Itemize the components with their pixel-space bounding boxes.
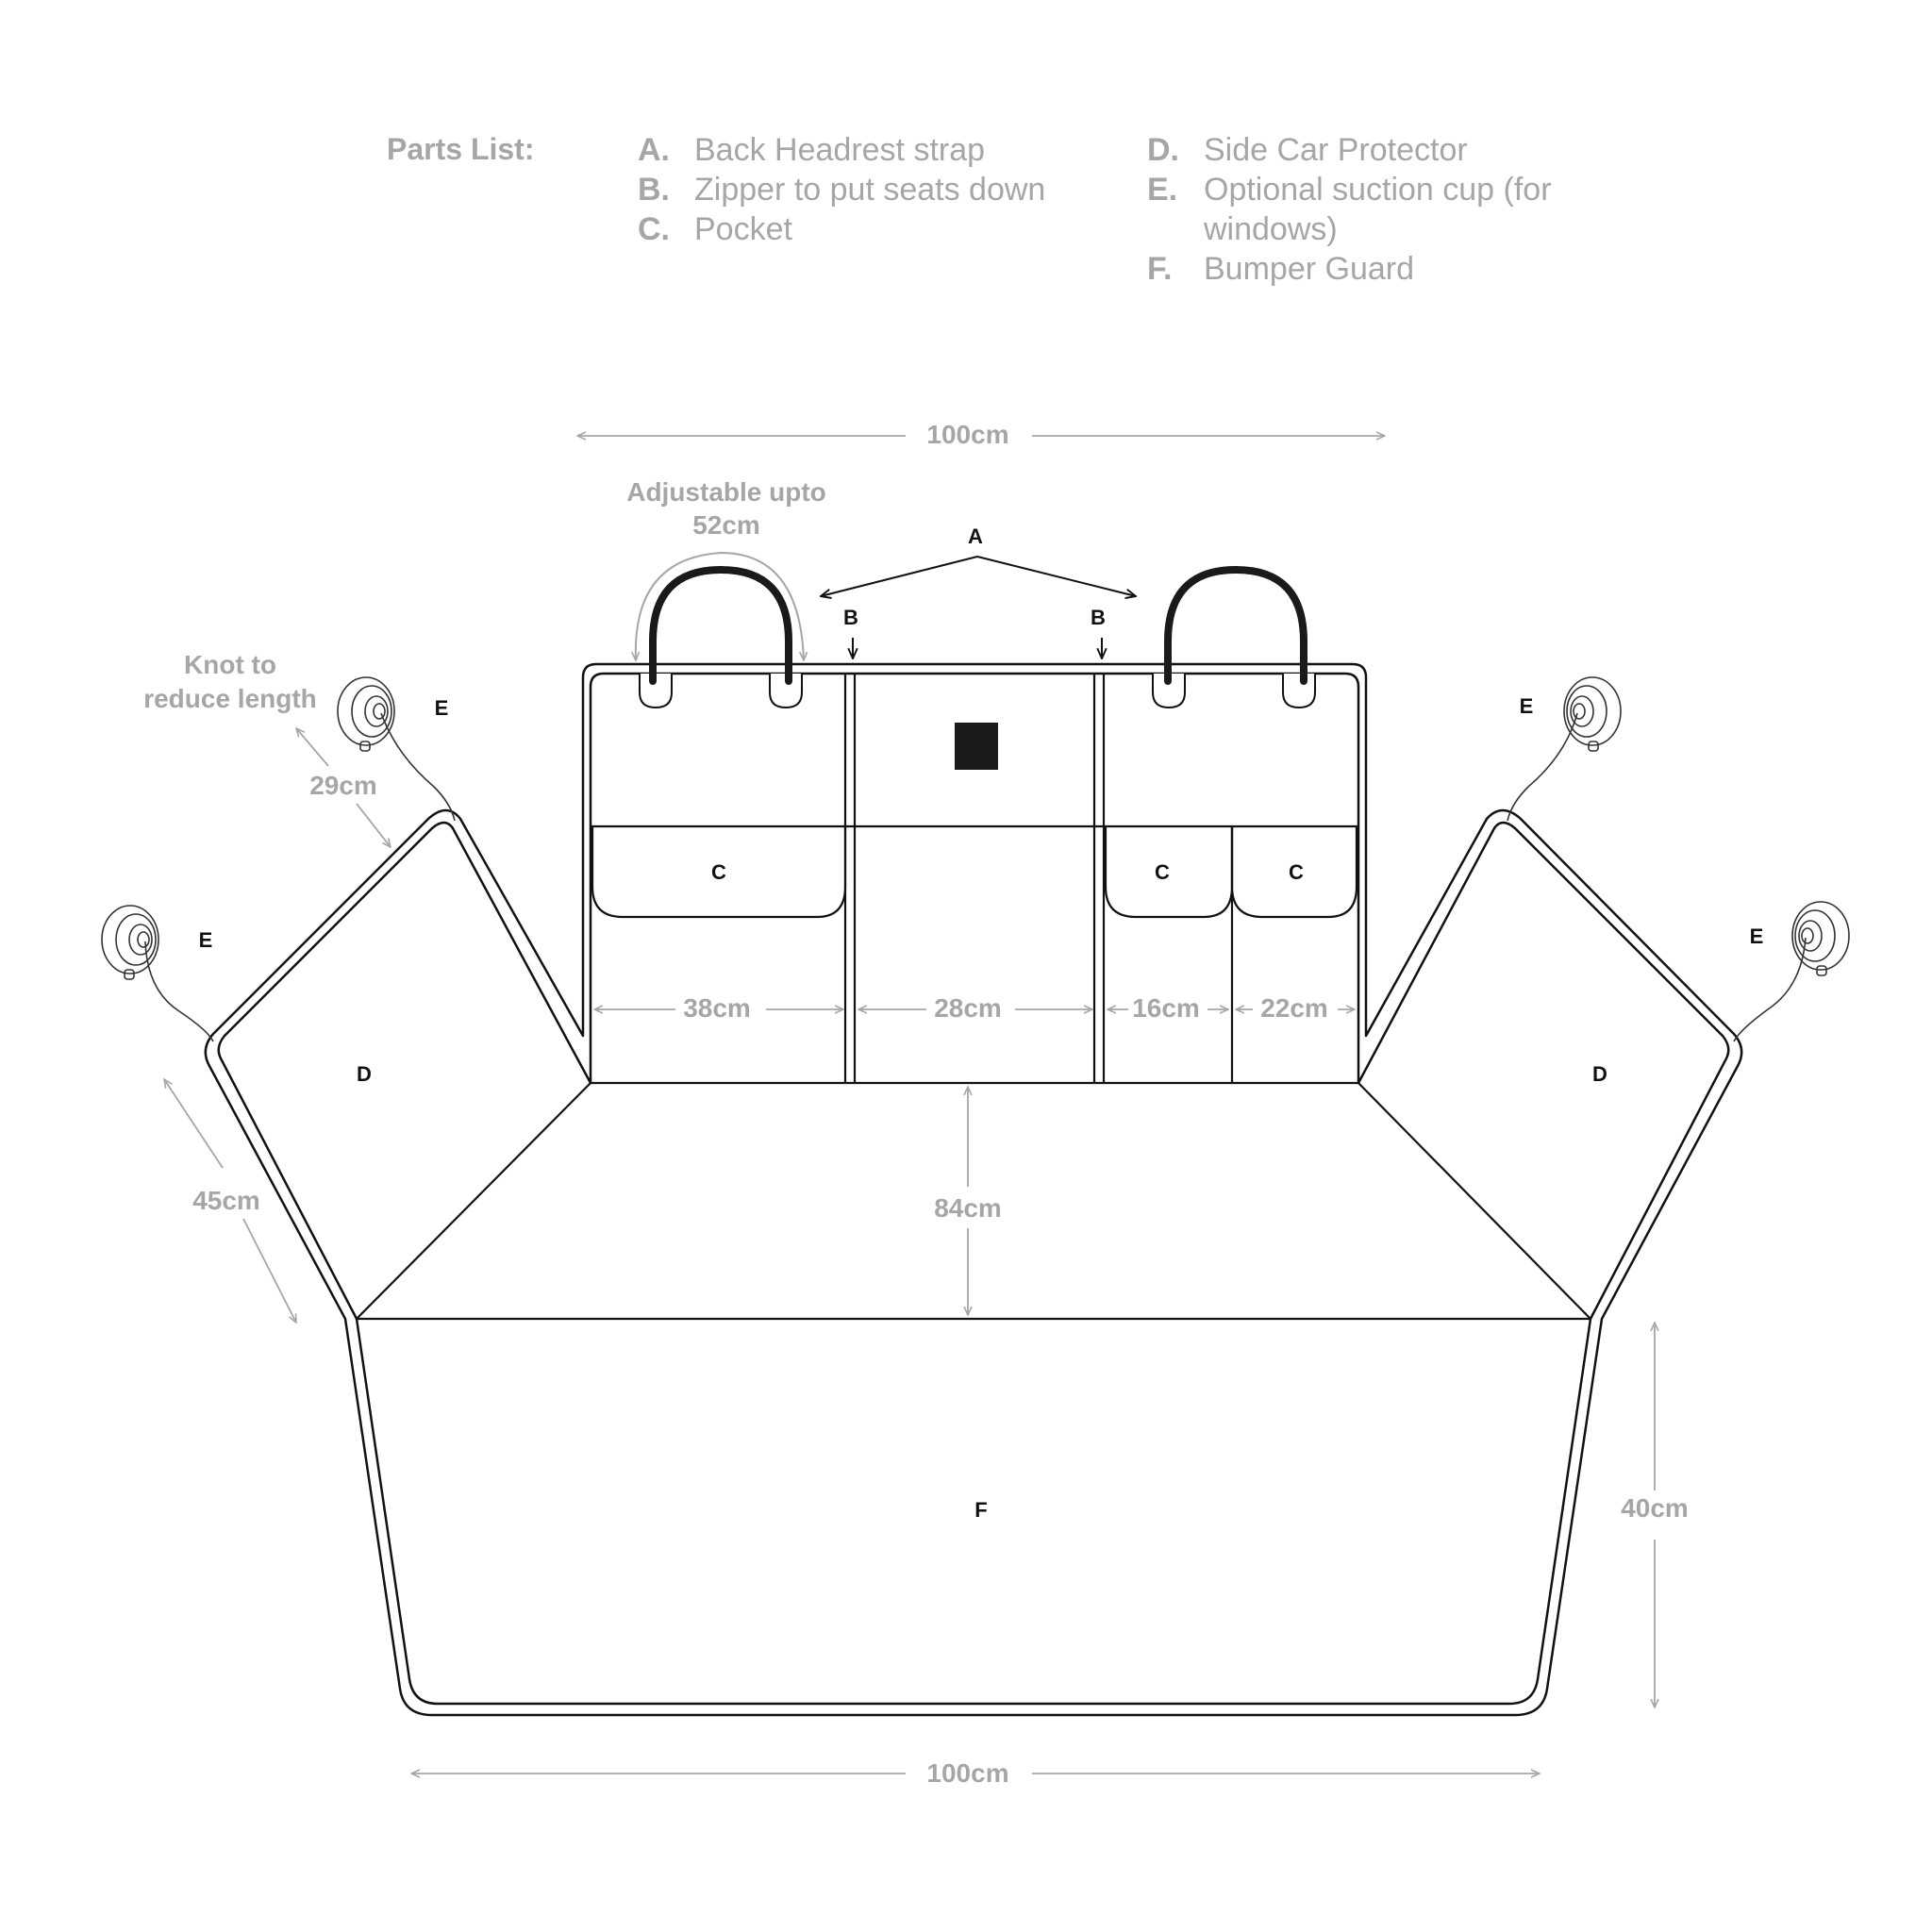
dimension-labels: 100cm 100cm Adjustable upto 52cm Knot to… [143,420,1689,1788]
top-width-label: 100cm [926,420,1008,449]
part-text: Bumper Guard [1204,251,1414,287]
part-text: windows) [1204,211,1338,247]
part-letter: D. [1147,132,1179,168]
pocket-1-width-label: 38cm [683,993,751,1023]
suction-cup-icon [1507,676,1622,822]
strap-adjust-label-1: Adjustable upto [626,477,826,507]
dimension-lines [164,436,1655,1774]
suction-cups [101,676,1850,1042]
label-b-left: B [843,606,858,629]
label-a: A [968,525,983,548]
strap-left [649,565,792,685]
cover-outline [204,662,1743,1717]
suction-cup-icon [1733,901,1850,1042]
pocket-4-width-label: 22cm [1260,993,1328,1023]
part-letter: B. [638,172,670,208]
part-letter: E. [1147,172,1178,208]
pocket-3-width-label: 16cm [1132,993,1200,1023]
label-e-left: E [199,928,213,952]
part-labels: A B B C C C D D E E E E F [199,525,1764,1522]
part-letter: F. [1147,251,1173,287]
pocket-flap-right-2 [1230,826,1358,919]
pocket-2-width-label: 28cm [934,993,1002,1023]
part-letter: A. [638,132,670,168]
strap-adjust-label-2: 52cm [692,510,760,540]
label-a-arrows [821,556,1136,596]
label-b-arrows [853,638,1102,658]
seat-depth-label: 84cm [934,1193,1002,1223]
suction-cup-icon [101,905,214,1042]
part-text: Optional suction cup (for [1204,172,1552,208]
label-e-top-right: E [1520,694,1534,718]
pocket-flap-right-1 [1104,826,1234,919]
label-c-left: C [711,860,726,884]
pockets [591,826,1358,919]
part-text: Side Car Protector [1204,132,1468,168]
label-e-right: E [1750,924,1764,948]
pocket-flap-left [591,826,847,919]
part-text: Pocket [694,211,792,247]
knot-label-2: reduce length [143,684,317,713]
side-length-label: 45cm [192,1186,260,1215]
part-letter: C. [638,211,670,247]
knot-label-1: Knot to [184,650,276,679]
label-d-left: D [357,1062,372,1086]
bumper-height-label: 40cm [1621,1493,1689,1523]
part-text: Zipper to put seats down [694,172,1046,208]
label-e-top-left: E [435,696,449,720]
part-text: Back Headrest strap [694,132,986,168]
headrest-straps [649,565,1307,685]
label-c-right-1: C [1155,860,1170,884]
label-f: F [974,1498,987,1522]
strap-eyelets [639,674,1316,709]
adjustable-arc [636,551,804,660]
label-c-right-2: C [1289,860,1304,884]
parts-list-title: Parts List: [387,132,535,166]
brand-patch [955,723,998,770]
strap-right [1164,565,1307,685]
label-d-right: D [1592,1062,1607,1086]
parts-list: Parts List: A. Back Headrest strap B. Zi… [0,0,1932,340]
label-b-right: B [1091,606,1106,629]
suction-cup-icon [337,676,456,822]
cord-length-label: 29cm [309,771,377,800]
bottom-width-label: 100cm [926,1758,1008,1788]
